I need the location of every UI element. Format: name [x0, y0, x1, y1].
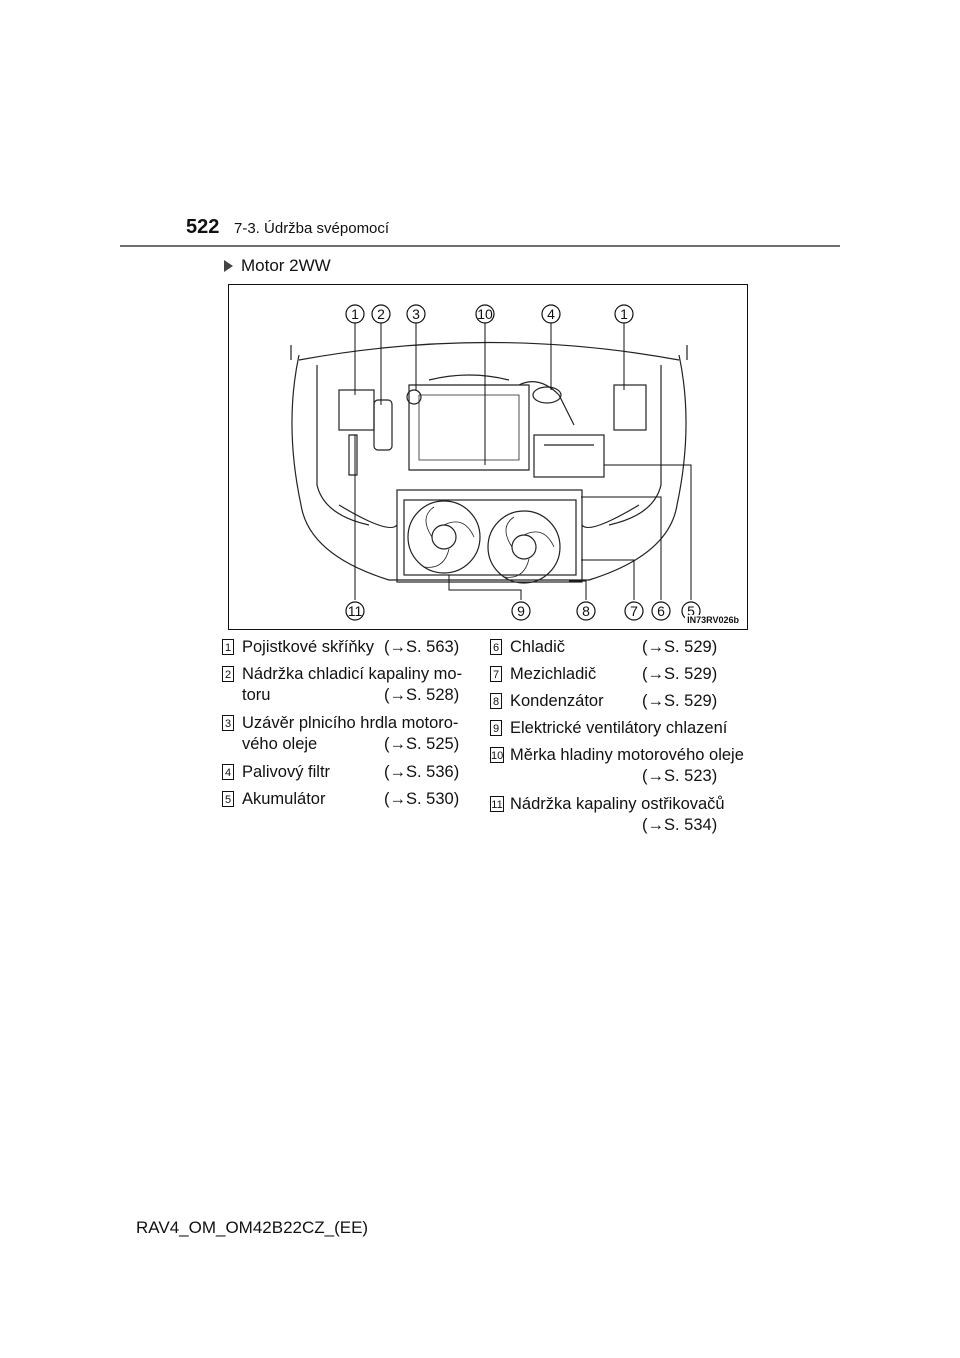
callout-bottom-6: 6 [657, 603, 665, 619]
header-rule [120, 245, 840, 247]
callout-bottom-11: 11 [348, 603, 363, 619]
callout-top-10: 10 [477, 306, 493, 322]
callout-bottom-8: 8 [582, 603, 590, 619]
callout-top-3: 3 [412, 306, 420, 322]
arrow-right-icon [224, 260, 233, 272]
footer-document-code: RAV4_OM_OM42B22CZ_(EE) [136, 1218, 369, 1237]
callout-bottom-9: 9 [517, 603, 525, 619]
callout-bottom-5: 5 [687, 603, 695, 619]
page-number: 522 [186, 216, 220, 238]
figure-code: IN73RV026b [685, 615, 741, 625]
callout-top-4: 4 [547, 306, 555, 322]
callout-top-2: 2 [377, 306, 385, 322]
callout-top-1b: 1 [620, 306, 628, 322]
callout-top-1: 1 [351, 306, 359, 322]
engine-bay-illustration: 1 2 3 10 4 1 11 9 8 7 6 5 [290, 304, 701, 621]
subheading: Motor 2WW [224, 256, 331, 276]
engine-figure: 1 2 3 10 4 1 11 9 8 7 6 5 IN73RV026b [228, 284, 748, 630]
subheading-text: Motor 2WW [241, 256, 331, 275]
section-title: 7-3. Údržba svépomocí [234, 220, 390, 237]
callout-bottom-7: 7 [630, 603, 638, 619]
